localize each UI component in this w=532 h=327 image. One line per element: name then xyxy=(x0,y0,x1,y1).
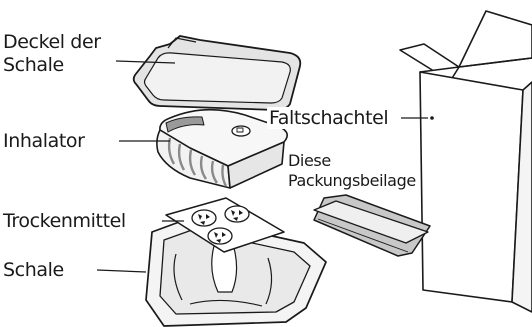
label-schale: Schale xyxy=(3,259,64,281)
label-deckel-line2: Schale xyxy=(3,54,64,76)
leader-schale xyxy=(97,270,146,272)
leader-faltschachtel-dot xyxy=(430,116,434,120)
carton-front-panel xyxy=(420,72,523,302)
label-trockenmittel: Trockenmittel xyxy=(3,210,126,232)
label-deckel-line1: Deckel der xyxy=(3,31,101,53)
carton xyxy=(400,11,532,312)
lid-inner-seal xyxy=(145,53,291,103)
label-packungsbeilage-line2: Packungsbeilage xyxy=(286,171,418,190)
package-leaflet xyxy=(314,195,430,256)
label-packungsbeilage-line1: Diese xyxy=(288,151,331,170)
label-faltschachtel: Faltschachtel xyxy=(267,107,390,129)
tray-center-pillar xyxy=(212,246,237,292)
inhaler-counter-window xyxy=(232,126,250,136)
label-inhalator: Inhalator xyxy=(3,130,85,152)
tray-lid xyxy=(134,36,301,110)
